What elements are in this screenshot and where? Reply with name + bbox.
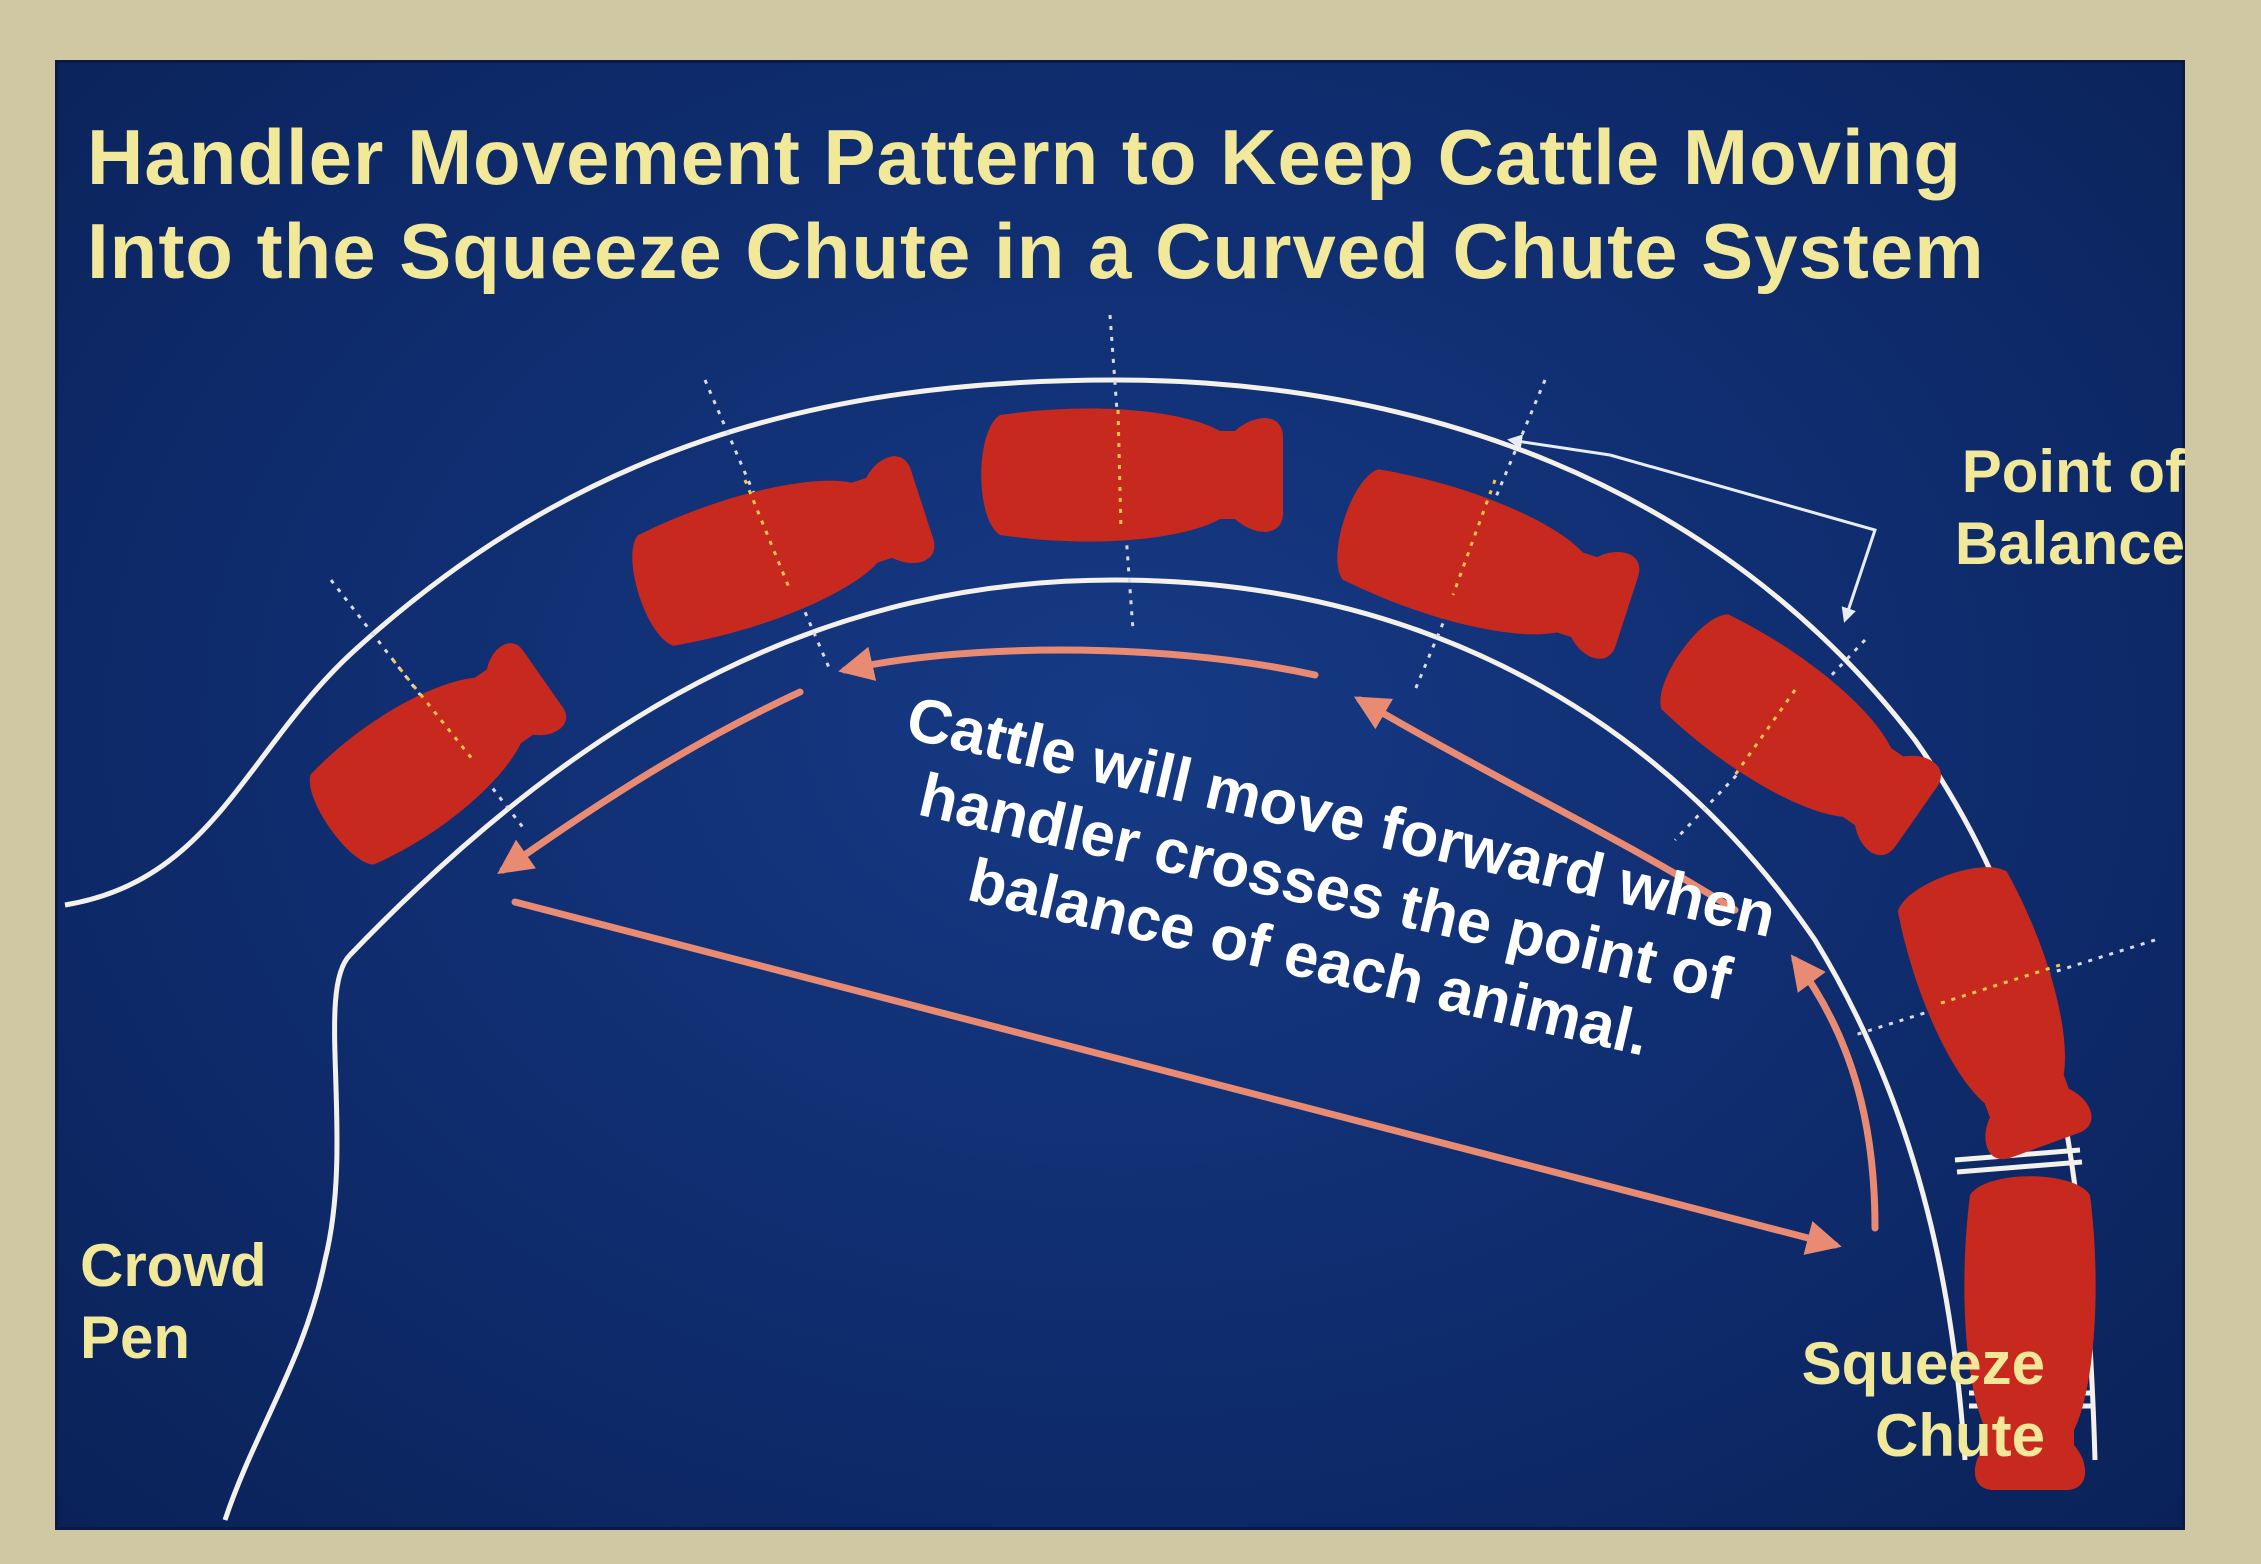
crowd-pen-line-1: Crowd <box>80 1232 267 1299</box>
handler-arrow-2 <box>497 688 804 874</box>
cow-1 <box>309 643 567 865</box>
title-line-2: Into the Squeeze Chute in a Curved Chute… <box>87 207 1985 295</box>
inner-chute-wall <box>348 577 1968 1461</box>
diagram-board: Handler Movement Pattern to Keep Cattle … <box>55 60 2185 1530</box>
squeeze-chute-line-1: Squeeze <box>1801 1330 2045 1397</box>
handler-arrow-1 <box>838 646 1319 681</box>
curved-chute-diagram <box>64 314 2156 1521</box>
point-of-balance-label: Point of Balance <box>1925 436 2185 580</box>
balance-line-5 <box>1673 638 1867 842</box>
cow-7-in-squeeze-chute <box>1964 1176 2096 1490</box>
handler-arrow-4 <box>1790 954 1879 1232</box>
crowd-pen-wall <box>222 953 352 1521</box>
squeeze-chute-label: Squeeze Chute <box>1675 1328 2045 1472</box>
handler-arrow-return <box>511 898 1842 1255</box>
title-line-1: Handler Movement Pattern to Keep Cattle … <box>87 113 1962 201</box>
cow-6 <box>1897 867 2092 1160</box>
crowd-pen-line-2: Pen <box>80 1304 191 1371</box>
balance-lines-on-animals <box>391 409 2061 1007</box>
cow-2 <box>632 456 935 646</box>
cow-4 <box>1337 469 1640 659</box>
handler-movement-arrows <box>497 646 1879 1255</box>
squeeze-chute-line-top-b <box>1956 1159 2083 1175</box>
squeeze-chute-line-2: Chute <box>1875 1402 2045 1469</box>
cow-3 <box>981 408 1283 542</box>
cattle <box>309 408 2096 1490</box>
point-of-balance-pointer <box>1507 434 1877 623</box>
cow-5 <box>1660 614 1941 856</box>
point-of-balance-line-2: Balance <box>1954 510 2185 577</box>
crowd-pen-label: Crowd Pen <box>80 1230 340 1374</box>
handler-arrow-3 <box>1353 696 1739 914</box>
point-of-balance-line-1: Point of <box>1961 438 2185 505</box>
